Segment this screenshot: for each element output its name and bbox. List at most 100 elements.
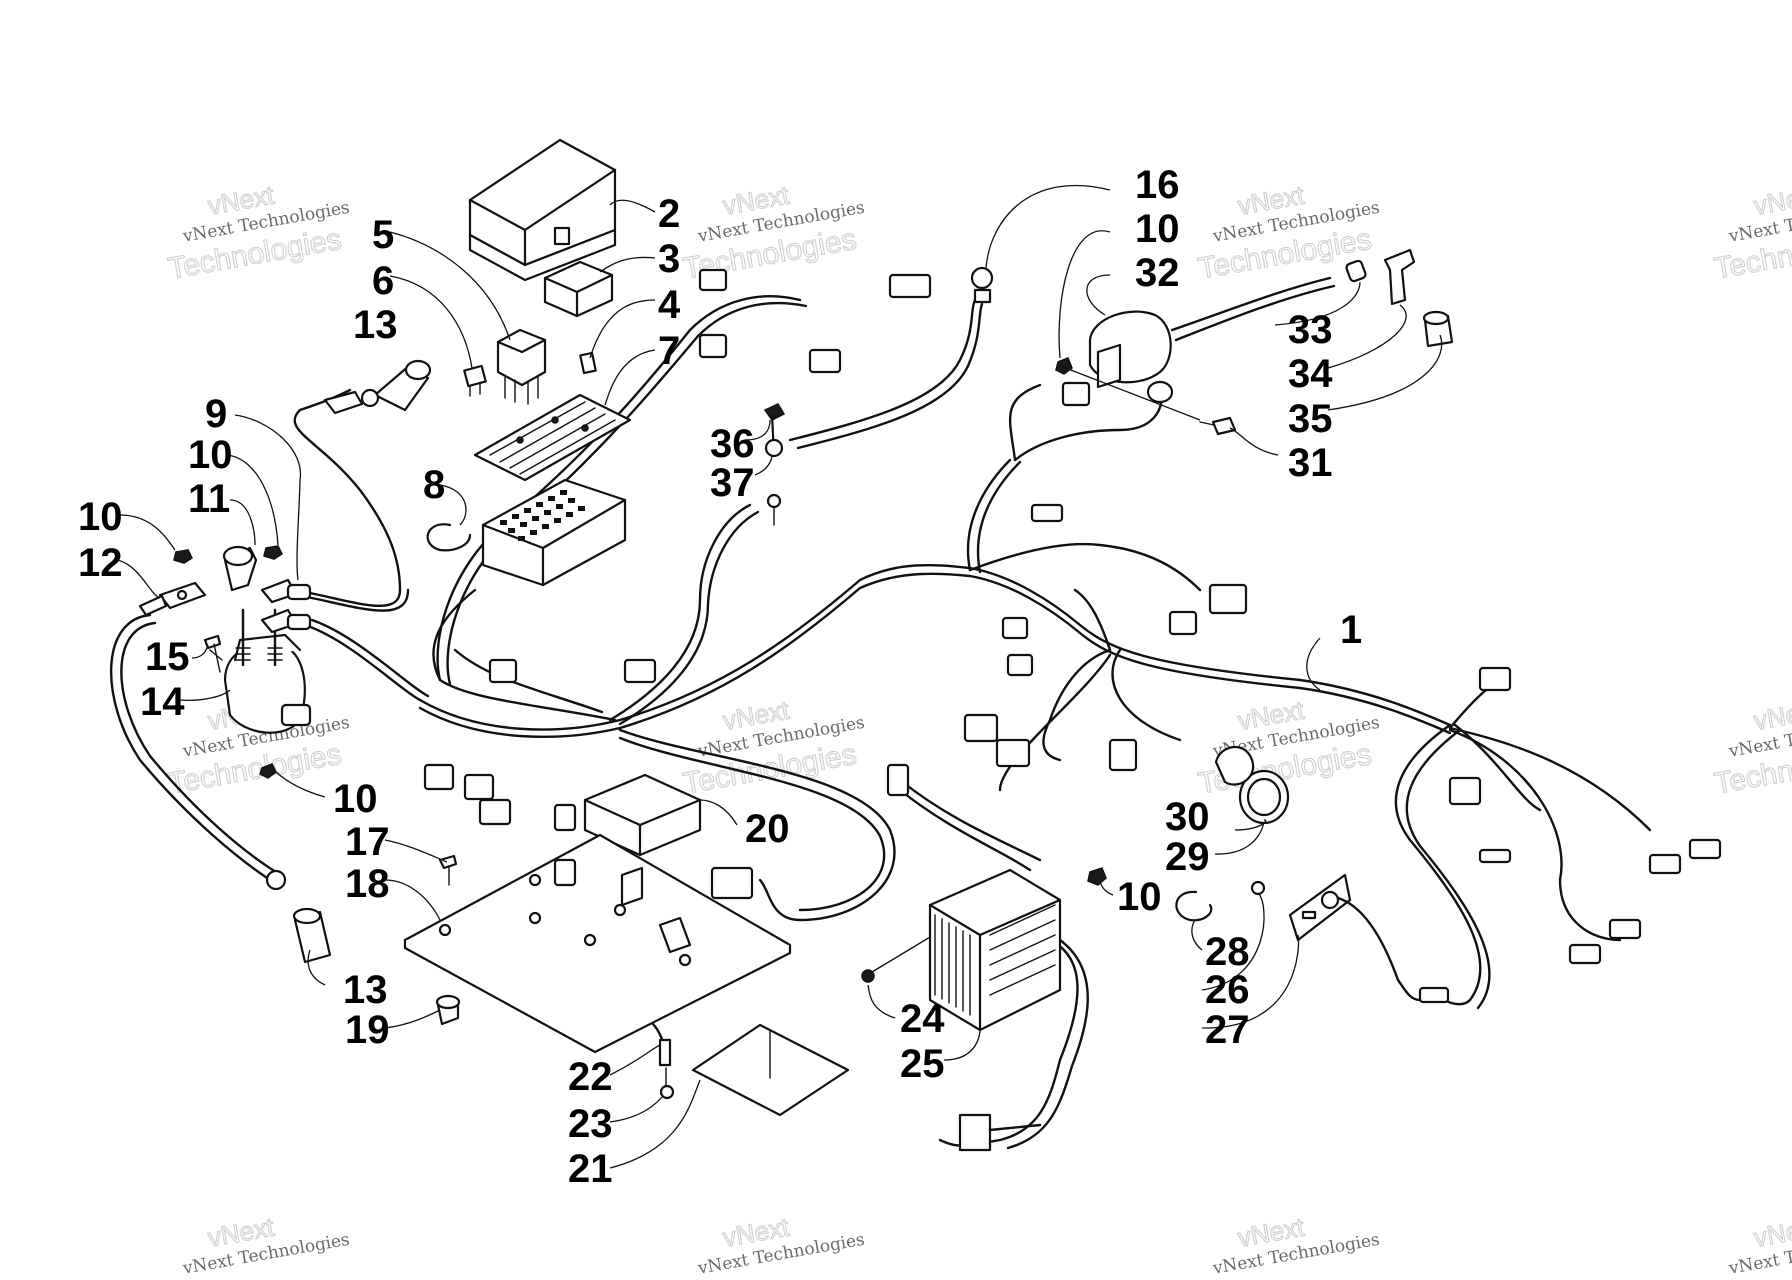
connector [1006,653,1034,677]
nut [263,545,283,560]
connector [553,803,577,832]
key-switch-plate [1250,873,1422,1002]
connector [478,798,512,826]
connector [1418,986,1450,1004]
nut [1087,867,1107,886]
watermark: vNext vNext Technologies Technologies [680,694,866,801]
leader-lines [116,184,1443,1169]
watermark: vNext vNext Technologies [1726,1211,1792,1279]
grommet [435,994,461,1026]
fuse-large [463,364,487,397]
callout-13: 13 [353,303,398,347]
watermark: vNext vNext Technologies Technologies [165,179,351,286]
callout-26: 26 [1205,968,1250,1012]
callout-17: 17 [345,820,390,864]
callout-35: 35 [1288,397,1333,441]
fuse-small [579,351,597,375]
callout-1: 1 [1340,608,1362,652]
callout-10: 10 [333,777,378,821]
cdi-module [583,773,702,857]
battery-terminal-lug [138,581,207,617]
callout-14: 14 [140,680,185,724]
callout-6: 6 [372,259,394,303]
callout-28: 28 [1205,930,1250,974]
fuse-panel-decal [473,393,632,482]
spark-plug-cap [1345,248,1454,348]
connector [1568,943,1602,965]
fuse-block [481,478,627,587]
fuse-box-cover [468,138,617,282]
watermark: vNext vNext Technologies [695,1211,866,1279]
callout-10: 10 [1117,875,1162,919]
callout-30: 30 [1165,795,1210,839]
connector [1688,838,1722,860]
retaining-ring [1175,890,1213,922]
connector [710,866,754,900]
callout-24: 24 [900,997,945,1041]
callout-31: 31 [1288,441,1333,485]
watermark: vNext vNext Technologies Technologies [1711,694,1792,801]
ground-bolt [763,403,786,526]
connector [488,658,518,684]
connector [963,713,999,743]
connector [995,738,1031,768]
callout-37: 37 [710,461,755,505]
callout-36: 36 [710,422,755,466]
watermark-top: vNext [1752,1212,1792,1253]
connector-group [423,268,1722,1004]
battery-terminal-lug [260,578,312,634]
callout-27: 27 [1205,1008,1250,1052]
screw [203,634,223,673]
callout-29: 29 [1165,835,1210,879]
callout-10: 10 [78,495,123,539]
callout-21: 21 [568,1147,613,1191]
connector [886,763,910,797]
callout-10: 10 [188,433,233,477]
connector [1608,918,1642,940]
nut [259,763,277,779]
callout-22: 22 [568,1055,613,1099]
callout-9: 9 [205,392,227,436]
callout-11: 11 [188,477,230,521]
watermark-top: vNext [1752,695,1792,736]
connector [553,858,577,887]
connector [1061,381,1091,407]
relay [543,260,614,318]
nut [173,549,193,564]
starter-relay [496,328,547,405]
connector [1478,848,1512,864]
callout-16: 16 [1135,163,1180,207]
callout-23: 23 [568,1102,613,1146]
callout-25: 25 [900,1042,945,1086]
callout-33: 33 [1288,308,1333,352]
callout-19: 19 [345,1008,390,1052]
callout-labels: 1 2 3 4 5 6 7 8 9 10 10 10 10 10 11 12 1… [78,163,1362,1191]
screw [1062,366,1237,436]
connector [463,773,495,801]
connector [1648,853,1682,875]
screw [438,854,458,886]
watermark: vNext vNext Technologies Technologies [1195,179,1381,286]
connector [423,763,455,791]
terminal-boot [222,545,258,592]
callout-2: 2 [658,192,680,236]
watermark: vNext vNext Technologies [1210,1211,1381,1279]
ignition-switch [1214,745,1290,825]
mounting-plate [403,833,792,1054]
callout-3: 3 [658,237,680,281]
connector [1448,776,1482,806]
nut [1055,357,1073,375]
callout-15: 15 [145,635,190,679]
clip-ring [426,523,472,552]
connector [1108,738,1138,772]
connector [1168,610,1198,636]
callout-34: 34 [1288,352,1333,396]
callout-8: 8 [423,463,445,507]
ignition-coil [1088,276,1336,404]
connector [888,273,932,299]
callout-4: 4 [658,283,681,327]
callout-18: 18 [345,862,390,906]
ground-wire-terminal [658,1038,675,1100]
watermark: vNext vNext Technologies [180,1211,351,1279]
